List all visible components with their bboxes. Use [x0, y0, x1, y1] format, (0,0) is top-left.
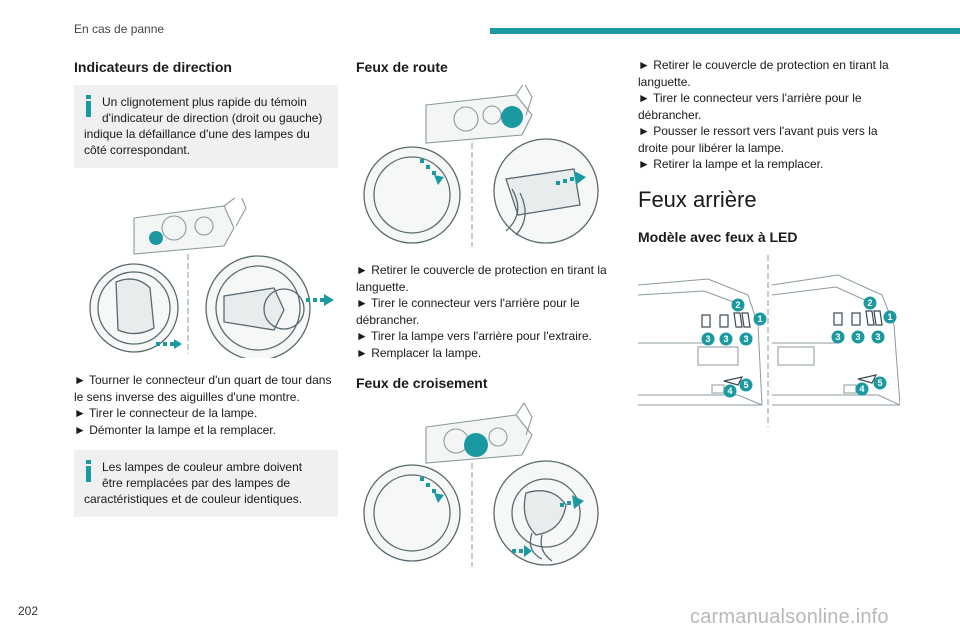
low-beam-bulb-marker [464, 433, 488, 457]
heading-indicateurs: Indicateurs de direction [74, 59, 232, 75]
callout-3: 3 [875, 332, 880, 342]
info-line: caractéristiques et de couleur identique… [84, 492, 303, 506]
watermark: carmanualsonline.info [690, 606, 889, 628]
step-line: droite pour libérer la lampe. [638, 140, 785, 155]
info-line: côté correspondant. [84, 143, 191, 157]
callout-3: 3 [743, 334, 748, 344]
info-box-1: Un clignotement plus rapide du témoin d'… [74, 85, 338, 168]
callout-3: 3 [723, 334, 728, 344]
turn-signal-bulb-marker [149, 231, 163, 245]
step-line: ► Tirer la lampe vers l'arrière pour l'e… [356, 329, 592, 343]
callout-5: 5 [877, 378, 882, 388]
callout-4: 4 [727, 386, 732, 396]
header-accent-bar [490, 28, 960, 34]
callout-4: 4 [859, 384, 864, 394]
info-line: Un clignotement plus rapide du témoin [102, 95, 307, 109]
subheading-led: Modèle avec feux à LED [638, 228, 798, 245]
steps-indicateurs: ► Tourner le connecteur d'un quart de to… [74, 372, 338, 438]
info-line: être remplacées par des lampes de [102, 476, 291, 490]
info-box-2: Les lampes de couleur ambre doivent être… [74, 450, 338, 517]
high-beam-diagram [363, 85, 599, 247]
low-beam-diagram [363, 401, 599, 567]
callout-1: 1 [887, 312, 892, 322]
callout-3: 3 [855, 332, 860, 342]
info-line: d'indicateur de direction (droit ou gauc… [102, 111, 323, 125]
steps-feux-de-route: ► Retirer le couvercle de protection en … [356, 262, 618, 361]
turn-signal-bulb-diagram [89, 198, 334, 358]
step-line: ► Tirer le connecteur vers l'arrière pou… [356, 296, 580, 310]
callout-3: 3 [705, 334, 710, 344]
info-icon [86, 460, 91, 482]
step-line: ► Tirer le connecteur vers l'arrière pou… [638, 91, 862, 105]
title-feux-arriere: Feux arrière [638, 186, 757, 212]
rear-lights-diagram: 1 2 3 3 3 4 5 1 2 3 3 3 4 5 [638, 254, 900, 427]
callout-2: 2 [867, 298, 872, 308]
step-line: ► Démonter la lampe et la remplacer. [74, 422, 276, 437]
heading-feux-de-croisement: Feux de croisement [356, 375, 488, 391]
step-line: ► Retirer le couvercle de protection en … [356, 263, 607, 277]
step-line: languette. [356, 279, 409, 294]
step-line: languette. [638, 74, 691, 89]
info-icon [86, 95, 91, 117]
callout-1: 1 [757, 314, 762, 324]
heading-feux-de-route: Feux de route [356, 59, 448, 75]
step-line: ► Tirer le connecteur de la lampe. [74, 406, 258, 420]
page-number: 202 [18, 604, 39, 618]
callout-2: 2 [735, 300, 740, 310]
info-line: Les lampes de couleur ambre doivent [102, 460, 303, 474]
step-line: ► Remplacer la lampe. [356, 345, 482, 360]
column-3: ► Retirer le couvercle de protection en … [638, 56, 900, 427]
step-line: ► Pousser le ressort vers l'avant puis v… [638, 124, 878, 138]
callout-5: 5 [743, 380, 748, 390]
steps-feux-de-croisement: ► Retirer le couvercle de protection en … [638, 57, 900, 173]
step-line: débrancher. [638, 107, 702, 122]
column-2: Feux de route ► Retirer le couvercle de … [356, 56, 618, 569]
step-line: ► Retirer la lampe et la remplacer. [638, 157, 824, 171]
step-line: ► Retirer le couvercle de protection en … [638, 58, 889, 72]
high-beam-bulb-marker [501, 106, 523, 128]
callout-3: 3 [835, 332, 840, 342]
running-header: En cas de panne [74, 22, 165, 36]
step-line: ► Tourner le connecteur d'un quart de to… [74, 373, 332, 387]
column-1: Indicateurs de direction Un clignotement… [74, 56, 338, 517]
step-line: débrancher. [356, 312, 420, 327]
step-line: le sens inverse des aiguilles d'une mont… [74, 389, 300, 404]
info-line: indique la défaillance d'une des lampes … [84, 127, 310, 141]
